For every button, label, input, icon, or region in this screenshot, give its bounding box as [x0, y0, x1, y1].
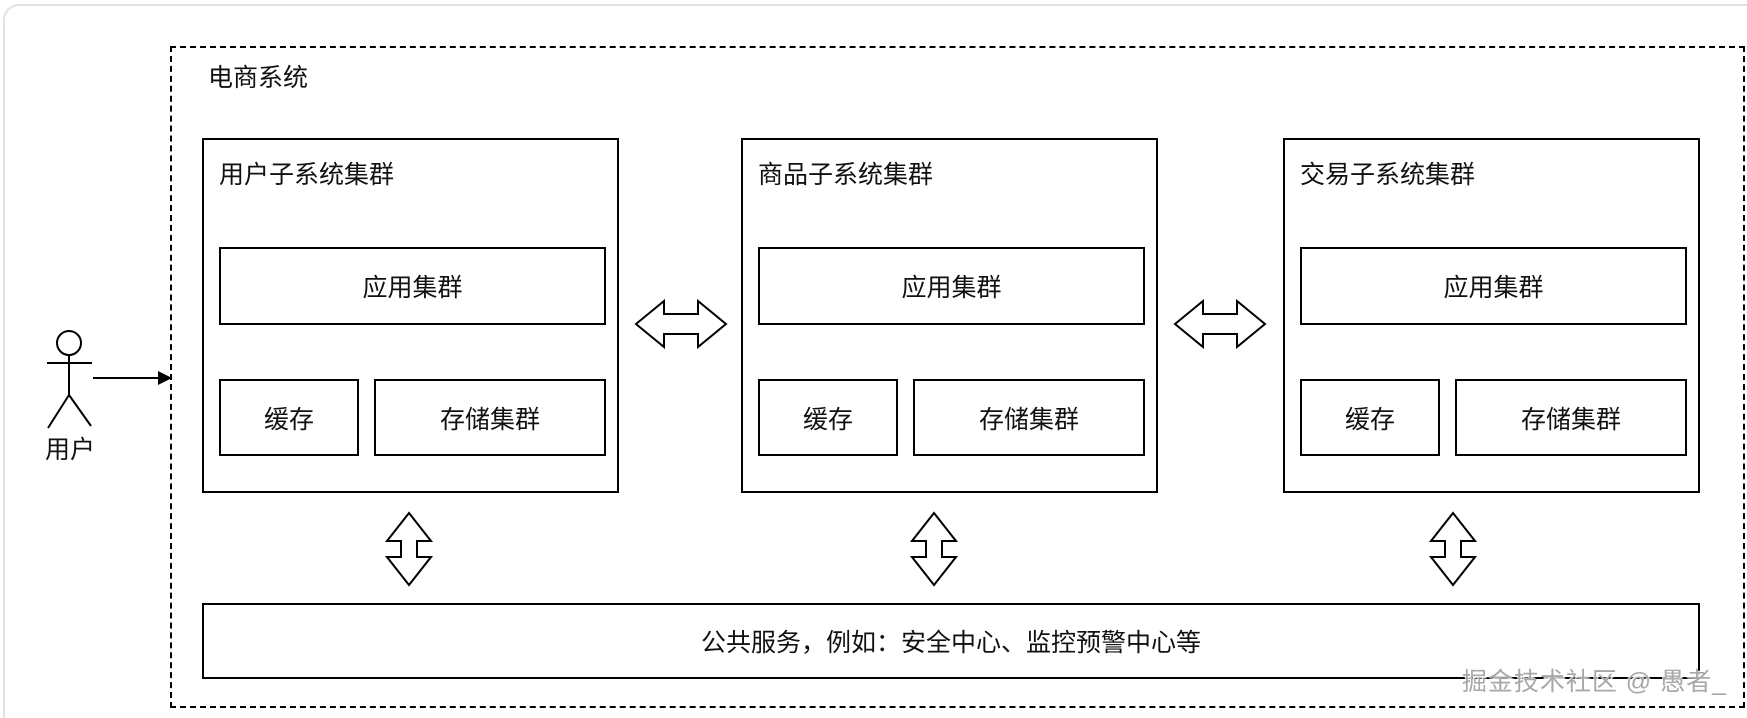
- product-subsystem-cluster-box: 商品子系统集群 应用集群 缓存 存储集群: [741, 138, 1158, 493]
- subsystem-title: 用户子系统集群: [219, 161, 395, 189]
- common-services-box: 公共服务，例如：安全中心、监控预警中心等: [202, 603, 1700, 679]
- watermark-text: 掘金技术社区 @ 愚者_: [1461, 668, 1727, 696]
- user-actor-label: 用户: [44, 436, 95, 464]
- subsystem-title: 交易子系统集群: [1300, 161, 1476, 189]
- user-subsystem-cluster-box: 用户子系统集群 应用集群 缓存 存储集群: [202, 138, 619, 493]
- system-boundary-box: [170, 46, 1745, 708]
- storage-cluster-box: 存储集群: [374, 379, 606, 456]
- app-cluster-box: 应用集群: [758, 247, 1145, 325]
- double-arrow-vertical-icon: [385, 511, 433, 587]
- storage-cluster-box: 存储集群: [913, 379, 1145, 456]
- trade-subsystem-cluster-box: 交易子系统集群 应用集群 缓存 存储集群: [1283, 138, 1700, 493]
- user-actor-icon: [47, 330, 92, 429]
- storage-cluster-box: 存储集群: [1455, 379, 1687, 456]
- common-services-label: 公共服务，例如：安全中心、监控预警中心等: [700, 629, 1201, 657]
- double-arrow-horizontal-icon: [634, 299, 728, 349]
- double-arrow-horizontal-icon: [1173, 299, 1267, 349]
- app-cluster-box: 应用集群: [219, 247, 606, 325]
- user-to-system-arrow-icon: [93, 371, 172, 385]
- double-arrow-vertical-icon: [910, 511, 958, 587]
- cache-box: 缓存: [1300, 379, 1440, 456]
- subsystem-title: 商品子系统集群: [758, 161, 934, 189]
- cache-box: 缓存: [758, 379, 898, 456]
- cache-box: 缓存: [219, 379, 359, 456]
- app-cluster-box: 应用集群: [1300, 247, 1687, 325]
- double-arrow-vertical-icon: [1429, 511, 1477, 587]
- system-title: 电商系统: [208, 64, 309, 92]
